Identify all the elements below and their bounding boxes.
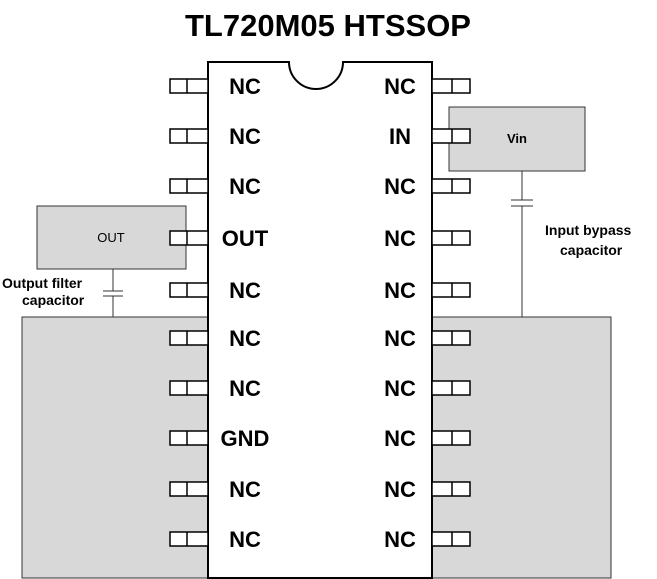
- output-cap-label-line1: Output filter: [2, 275, 83, 291]
- pin-lead: [431, 531, 471, 547]
- left-pin-label: NC: [229, 477, 261, 502]
- right-pin-label: NC: [384, 376, 416, 401]
- pin-lead: [431, 330, 471, 346]
- right-pin-9: NC: [384, 477, 471, 502]
- left-pin-5: NC: [169, 278, 261, 303]
- input-cap-label-line2: capacitor: [560, 242, 623, 258]
- right-pin-label: NC: [384, 74, 416, 99]
- right-pin-label: NC: [384, 226, 416, 251]
- right-pin-3: NC: [384, 174, 471, 199]
- right-pin-label: NC: [384, 326, 416, 351]
- right-pin-4: NC: [384, 226, 471, 251]
- right-pin-label: IN: [389, 124, 411, 149]
- left-pin-label: NC: [229, 527, 261, 552]
- output-filter-capacitor: [103, 269, 123, 317]
- left-pin-9: NC: [169, 477, 261, 502]
- right-pin-6: NC: [384, 326, 471, 351]
- out-box: [36, 205, 187, 270]
- vin-box: [448, 106, 586, 172]
- right-pin-7: NC: [384, 376, 471, 401]
- out-box-label: OUT: [97, 230, 125, 245]
- left-pin-label: NC: [229, 326, 261, 351]
- left-pin-1: NC: [169, 74, 261, 99]
- right-pin-label: NC: [384, 174, 416, 199]
- right-pin-8: NC: [384, 426, 471, 451]
- right-pin-label: NC: [384, 527, 416, 552]
- right-pin-label: NC: [384, 278, 416, 303]
- pin-lead: [431, 481, 471, 497]
- left-pin-3: NC: [169, 174, 261, 199]
- pin-lead: [169, 178, 209, 194]
- right-pin-label: NC: [384, 477, 416, 502]
- left-pin-label: NC: [229, 376, 261, 401]
- pin-lead: [169, 430, 209, 446]
- pin-lead: [431, 380, 471, 396]
- left-pin-label: NC: [229, 124, 261, 149]
- diagram-title: TL720M05 HTSSOP: [185, 8, 471, 43]
- pin-lead: [169, 531, 209, 547]
- left-pin-4: OUT: [169, 226, 269, 251]
- left-pin-label: NC: [229, 278, 261, 303]
- right-pin-column: NC IN NC NC NC NC NC NC NC NC: [384, 74, 471, 552]
- right-pin-10: NC: [384, 527, 471, 552]
- left-pin-6: NC: [169, 326, 261, 351]
- right-pin-5: NC: [384, 278, 471, 303]
- right-pin-2: IN: [389, 124, 471, 149]
- pin-lead: [431, 128, 471, 144]
- pin-lead: [169, 282, 209, 298]
- pin-lead: [169, 330, 209, 346]
- left-pin-label: GND: [221, 426, 270, 451]
- left-pin-column: NC NC NC OUT NC NC NC GND NC NC: [169, 74, 270, 552]
- left-pin-label: OUT: [222, 226, 269, 251]
- pin-lead: [431, 178, 471, 194]
- pin-lead: [169, 230, 209, 246]
- left-pin-label: NC: [229, 174, 261, 199]
- right-pin-1: NC: [384, 74, 471, 99]
- input-cap-label-line1: Input bypass: [545, 222, 632, 238]
- pin-lead: [431, 430, 471, 446]
- pin-lead: [169, 481, 209, 497]
- pin-lead: [169, 128, 209, 144]
- left-pin-2: NC: [169, 124, 261, 149]
- left-pin-label: NC: [229, 74, 261, 99]
- ic-body: [207, 61, 433, 579]
- pin-lead: [169, 380, 209, 396]
- left-pin-7: NC: [169, 376, 261, 401]
- pin-lead: [431, 78, 471, 94]
- right-pin-label: NC: [384, 426, 416, 451]
- vin-box-label: Vin: [507, 131, 527, 146]
- input-bypass-capacitor: [511, 171, 533, 317]
- output-cap-label-line2: capacitor: [22, 292, 85, 308]
- pin-lead: [169, 78, 209, 94]
- pin-lead: [431, 282, 471, 298]
- left-pin-10: NC: [169, 527, 261, 552]
- left-pin-8: GND: [169, 426, 270, 451]
- pin-lead: [431, 230, 471, 246]
